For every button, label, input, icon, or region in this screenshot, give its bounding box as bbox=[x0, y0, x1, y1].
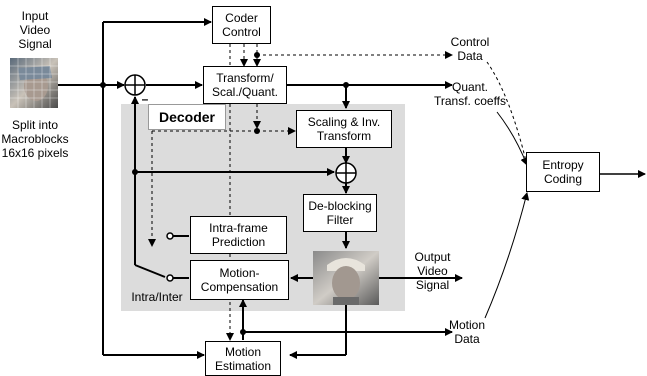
output-video-signal-label: Output Video Signal bbox=[405, 250, 460, 292]
control-data-label: Control Data bbox=[440, 35, 500, 63]
transform-quant-block: Transform/ Scal./Quant. bbox=[203, 66, 287, 104]
control-junction-dot bbox=[254, 52, 260, 58]
deblocking-filter-block: De-blocking Filter bbox=[303, 194, 377, 232]
input-frame-image bbox=[10, 58, 58, 108]
scaling-inverse-transform-block: Scaling & Inv. Transform bbox=[296, 110, 392, 148]
intra-inter-switch-line bbox=[135, 265, 165, 277]
motion-estimation-block: Motion Estimation bbox=[205, 341, 281, 376]
control-data-to-entropy-dash bbox=[487, 62, 527, 165]
intra-frame-prediction-block: Intra-frame Prediction bbox=[190, 216, 287, 254]
switch-inter-contact bbox=[167, 275, 173, 281]
decoder-title: Decoder bbox=[148, 104, 226, 130]
adder-2 bbox=[336, 163, 356, 183]
switch-intra-contact bbox=[167, 233, 173, 239]
input-video-signal-label: Input Video Signal bbox=[10, 9, 60, 51]
motion-data-label: Motion Data bbox=[437, 318, 497, 346]
motion-data-to-entropy-line bbox=[485, 193, 527, 318]
split-macroblocks-label: Split into Macroblocks 16x16 pixels bbox=[0, 118, 70, 160]
coeffs-to-entropy-line bbox=[497, 112, 527, 165]
coder-control-block: Coder Control bbox=[212, 6, 271, 44]
output-frame-image bbox=[313, 251, 379, 305]
intra-inter-label: Intra/Inter bbox=[122, 290, 192, 304]
entropy-coding-block: Entropy Coding bbox=[526, 152, 600, 192]
motion-compensation-block: Motion- Compensation bbox=[190, 260, 289, 300]
quant-transf-coeffs-label: Quant. Transf. coeffs bbox=[420, 80, 520, 108]
minus-sign: – bbox=[139, 92, 151, 106]
